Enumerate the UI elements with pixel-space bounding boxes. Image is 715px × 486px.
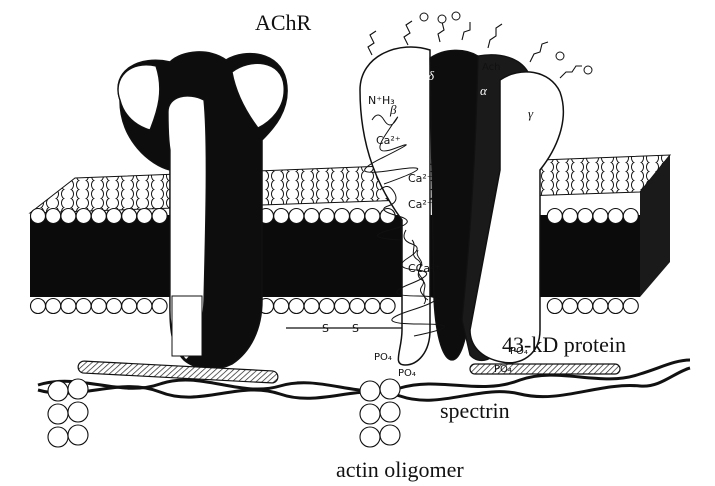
lipid-head xyxy=(578,299,593,314)
nh3-label: N⁺H₃ xyxy=(368,94,395,107)
lipid-head xyxy=(365,299,380,314)
actin-bead xyxy=(68,425,88,445)
lipid-head xyxy=(61,299,76,314)
lipid-head xyxy=(593,299,608,314)
membrane-top-surface xyxy=(30,155,670,213)
lipid-head xyxy=(623,209,638,224)
lipid-head xyxy=(76,299,91,314)
lipid-head xyxy=(289,209,304,224)
lipid-head xyxy=(274,209,289,224)
lipid-head xyxy=(304,209,319,224)
lipid-head xyxy=(563,299,578,314)
actin-bead xyxy=(48,404,68,424)
actin-bead xyxy=(48,381,68,401)
po4-label-4: PO₄ xyxy=(494,364,512,375)
actin-bead xyxy=(360,404,380,424)
po4-label-3: PO₄ xyxy=(510,346,528,357)
achr-label: AChR xyxy=(255,10,312,35)
lipid-head xyxy=(304,299,319,314)
membrane-core xyxy=(30,215,640,297)
lipid-bilayer xyxy=(30,155,670,314)
po4-label-2: PO₄ xyxy=(398,368,416,379)
lipid-head xyxy=(608,299,623,314)
po4-label-1: PO₄ xyxy=(374,352,392,363)
lipid-head xyxy=(122,209,137,224)
alpha-label: α xyxy=(480,83,488,98)
lipid-head xyxy=(91,299,106,314)
lipid-head xyxy=(122,299,137,314)
lipid-head xyxy=(107,209,122,224)
lipid-head xyxy=(350,299,365,314)
ca-label-1: Ca²⁺ xyxy=(376,134,401,147)
protein-43kd-rod-right xyxy=(470,364,620,374)
ca-label-3: Ca²⁺ xyxy=(408,198,433,211)
lipid-head xyxy=(76,209,91,224)
actin-bead xyxy=(380,425,400,445)
lipid-head xyxy=(319,299,334,314)
lipid-head xyxy=(380,299,395,314)
actin-oligomer-left xyxy=(48,379,88,447)
actin-bead xyxy=(68,379,88,399)
lipid-head xyxy=(61,209,76,224)
lipid-head xyxy=(31,209,46,224)
lipid-head xyxy=(623,299,638,314)
lipid-head xyxy=(274,299,289,314)
lipid-head xyxy=(152,209,167,224)
lipid-head xyxy=(107,299,122,314)
lipid-head xyxy=(547,209,562,224)
disulfide-s2-label: S xyxy=(352,322,359,335)
ca-label-2: Ca²⁺ xyxy=(408,172,433,185)
lipid-head xyxy=(365,209,380,224)
lipid-head xyxy=(380,209,395,224)
gamma-label: γ xyxy=(528,106,534,121)
ca-label-4: CCa²⁺ xyxy=(408,262,441,275)
lipid-head xyxy=(319,209,334,224)
actin-oligomer-middle xyxy=(360,379,400,447)
actin-bead xyxy=(68,402,88,422)
actin-oligomer-label: actin oligomer xyxy=(336,457,464,482)
actin-bead xyxy=(380,379,400,399)
lipid-head xyxy=(137,209,152,224)
lipid-head xyxy=(335,299,350,314)
lipid-head xyxy=(563,209,578,224)
lipid-head xyxy=(593,209,608,224)
actin-bead xyxy=(48,427,68,447)
cytoskeleton xyxy=(38,360,690,447)
actin-bead xyxy=(360,381,380,401)
lipid-head xyxy=(137,299,152,314)
disulfide-s1-label: S xyxy=(322,322,329,335)
lipid-head xyxy=(46,209,61,224)
delta-label: δ xyxy=(428,68,435,83)
lower-head-row xyxy=(31,299,639,314)
lipid-head xyxy=(335,209,350,224)
actin-bead xyxy=(380,402,400,422)
lipid-head xyxy=(350,209,365,224)
spectrin-label: spectrin xyxy=(440,398,510,423)
lipid-head xyxy=(152,299,167,314)
actin-bead xyxy=(360,427,380,447)
lipid-head xyxy=(547,299,562,314)
lipid-head xyxy=(91,209,106,224)
lipid-head xyxy=(578,209,593,224)
lipid-head xyxy=(46,299,61,314)
ach-label: Ach xyxy=(482,62,501,73)
lipid-head xyxy=(608,209,623,224)
lipid-head xyxy=(289,299,304,314)
lipid-head xyxy=(31,299,46,314)
receptor-stem-highlight xyxy=(172,296,202,356)
